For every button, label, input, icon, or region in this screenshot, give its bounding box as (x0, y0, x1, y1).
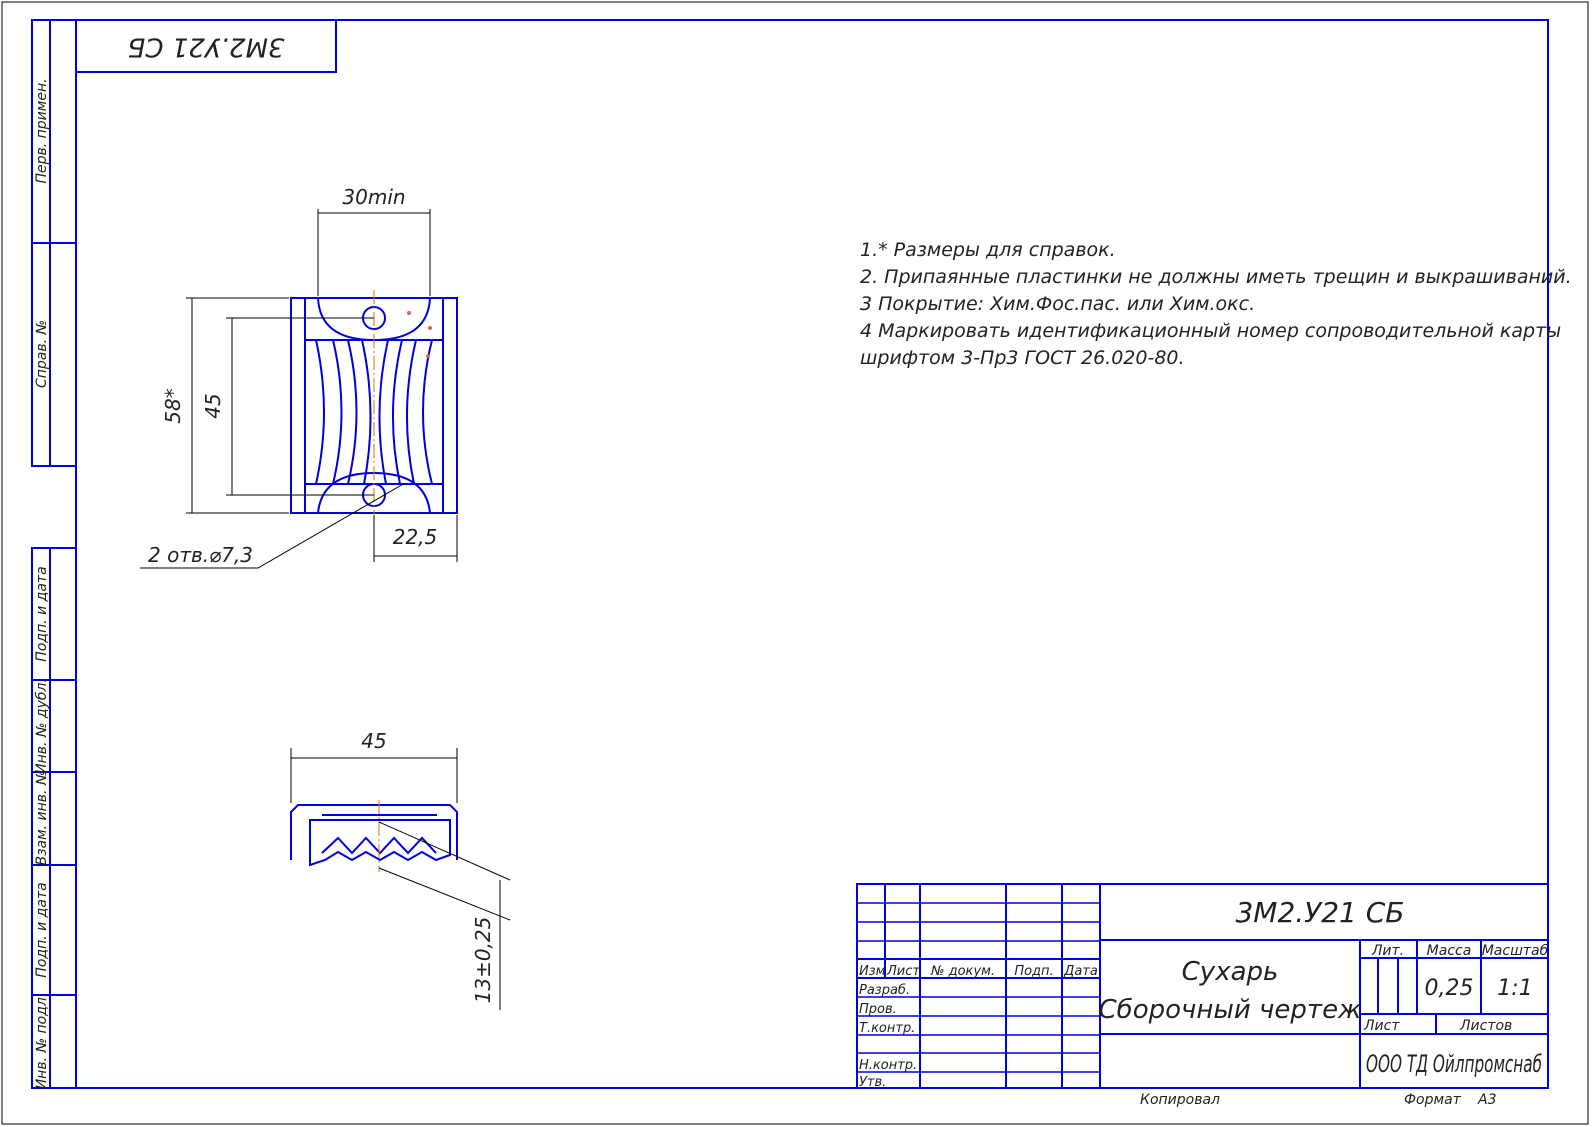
format-label: Формат (1404, 1092, 1462, 1108)
role-prov: Пров. (859, 1002, 897, 1017)
front-view: 30min 58* 45 22,5 2 отв.⌀7,3 (140, 185, 458, 569)
header-podp: Подп. (1014, 964, 1053, 979)
header-doc-no: № докум. (930, 964, 995, 979)
header-izm: Изм (859, 964, 886, 979)
title-block: Изм Лист № докум. Подп. Дата Разраб. Про… (856, 883, 1549, 1108)
role-tkontr: Т.контр. (859, 1021, 915, 1036)
mass-value: 0,25 (1425, 976, 1474, 1001)
note-4: 4 Маркировать идентификационный номер со… (860, 320, 1561, 342)
sheet-label: Лист (1363, 1018, 1400, 1034)
sheets-label: Листов (1459, 1018, 1512, 1034)
note-2: 2. Припаянные пластинки не должны иметь … (860, 266, 1572, 288)
dim-top-width: 30min (342, 185, 405, 209)
dim-half-width: 22,5 (393, 525, 438, 549)
mass-label: Масса (1427, 943, 1472, 959)
role-utv: Утв. (859, 1075, 886, 1090)
scale-label: Масштаб (1482, 943, 1549, 959)
sprav-no-label: Справ. № (34, 320, 50, 388)
inv-dubl-label: Инв. № дубл. (34, 678, 50, 774)
note-3: 3 Покрытие: Хим.Фос.пас. или Хим.окс. (860, 293, 1255, 315)
lit-label: Лит. (1371, 943, 1404, 959)
document-type: Сборочный чертеж (1099, 995, 1363, 1025)
format-value: А3 (1477, 1092, 1496, 1108)
company-name: ООО ТД Ойлпромснаб (1366, 1050, 1542, 1078)
inv-podl-label: Инв. № подл. (34, 993, 50, 1090)
copied-label: Копировал (1140, 1092, 1220, 1108)
designation: 3М2.У21 СБ (1235, 896, 1404, 929)
podp-data-label-1: Подп. и дата (34, 566, 50, 661)
note-1: 1.* Размеры для справок. (860, 239, 1116, 261)
technical-notes: 1.* Размеры для справок. 2. Припаянные п… (860, 239, 1572, 369)
scale-value: 1:1 (1497, 976, 1532, 1001)
rotated-designation-stamp: 3М2.У21 СБ (75, 19, 337, 73)
dim-hole-callout: 2 отв.⌀7,3 (148, 543, 253, 567)
header-data: Дата (1063, 964, 1098, 979)
note-4-cont: шрифтом 3-Пр3 ГОСТ 26.020-80. (860, 347, 1185, 369)
header-list: Лист (886, 964, 920, 979)
part-name: Сухарь (1182, 957, 1279, 987)
perv-primen-label: Перв. примен. (34, 78, 50, 183)
dim-side-width: 45 (361, 729, 386, 753)
side-strip: Перв. примен. Справ. № Подп. и дата Инв.… (31, 19, 77, 1090)
rotated-designation: 3М2.У21 СБ (128, 32, 285, 62)
dim-overall-height: 58* (161, 388, 185, 423)
role-nkontr: Н.контр. (859, 1058, 917, 1073)
role-razrab: Разраб. (859, 983, 910, 998)
vzam-inv-label: Взам. инв. № (34, 770, 50, 865)
podp-data-label-2: Подп. и дата (34, 882, 50, 977)
dim-thickness: 13±0,25 (471, 917, 495, 1004)
dim-hole-spacing: 45 (201, 393, 225, 418)
side-view: 45 13±0,25 (290, 729, 511, 1010)
